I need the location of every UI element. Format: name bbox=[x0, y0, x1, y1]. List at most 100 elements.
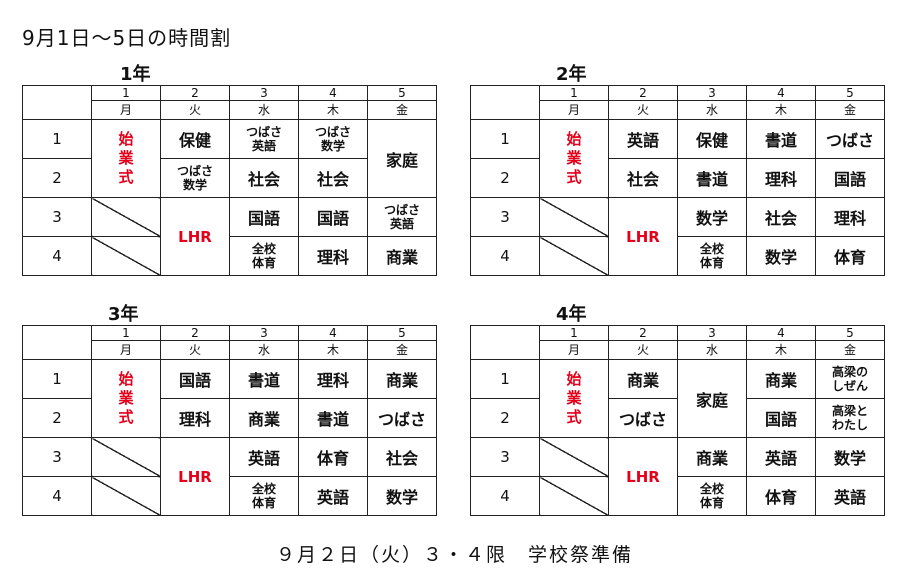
subject-cell: 商業 bbox=[229, 398, 299, 438]
empty-cell bbox=[91, 197, 161, 237]
subject-cell: 商業 bbox=[367, 236, 437, 276]
grade-title: 4年 bbox=[556, 304, 587, 325]
subject-cell: 理科 bbox=[298, 236, 368, 276]
subject-cell: 国語 bbox=[815, 158, 885, 198]
subject-cell: つばさ bbox=[367, 398, 437, 438]
header-day: 水 bbox=[229, 340, 299, 360]
empty-cell bbox=[539, 437, 609, 477]
subject-cell: 家庭 bbox=[677, 359, 747, 438]
subject-cell: 数学 bbox=[367, 476, 437, 516]
subject-cell: 社会 bbox=[298, 158, 368, 198]
subject-cell: 社会 bbox=[229, 158, 299, 198]
timetable-table: 1 2 3 4 5 月 火 水 木 金 1 始業式 国語 書道 理科 商業 2 … bbox=[22, 325, 437, 516]
grade-title: 2年 bbox=[556, 64, 587, 85]
subject-cell: 高梁のしぜん bbox=[815, 359, 885, 399]
timetable-table: 1 2 3 4 5 月 火 水 木 金 1 始業式 保健 つばさ英語 つばさ数学… bbox=[22, 85, 437, 276]
header-day: 金 bbox=[815, 100, 885, 120]
subject-cell: つばさ英語 bbox=[229, 119, 299, 159]
period-label: 1 bbox=[470, 119, 540, 159]
header-number: 2 bbox=[608, 325, 678, 341]
schedule-note: ９月２日（火）３・４限 学校祭準備 bbox=[275, 544, 633, 566]
header-day: 木 bbox=[746, 100, 816, 120]
opening-ceremony-cell: 始業式 bbox=[91, 119, 161, 198]
header-number: 5 bbox=[815, 325, 885, 341]
period-label: 2 bbox=[22, 158, 92, 198]
header-day: 火 bbox=[160, 100, 230, 120]
subject-cell: 国語 bbox=[160, 359, 230, 399]
header-day: 月 bbox=[91, 340, 161, 360]
subject-cell: 商業 bbox=[677, 437, 747, 477]
header-corner bbox=[470, 340, 540, 360]
period-label: 4 bbox=[470, 476, 540, 516]
subject-cell: 全校体育 bbox=[229, 476, 299, 516]
page-title: 9月1日〜5日の時間割 bbox=[22, 26, 232, 50]
subject-cell: 英語 bbox=[298, 476, 368, 516]
subject-cell: 理科 bbox=[298, 359, 368, 399]
subject-cell: 英語 bbox=[815, 476, 885, 516]
header-day: 木 bbox=[298, 100, 368, 120]
header-day: 月 bbox=[539, 100, 609, 120]
timetable-grade-3: 3年 1 2 3 4 5 月 火 水 木 金 1 始業式 国語 書道 理科 商業 bbox=[22, 300, 438, 520]
empty-cell bbox=[539, 197, 609, 237]
header-corner bbox=[22, 325, 92, 341]
empty-cell bbox=[91, 236, 161, 276]
subject-cell: 理科 bbox=[746, 158, 816, 198]
subject-cell: 商業 bbox=[367, 359, 437, 399]
lhr-cell: LHR bbox=[608, 197, 678, 276]
subject-cell: 国語 bbox=[229, 197, 299, 237]
grade-title: 3年 bbox=[108, 304, 139, 325]
grade-title: 1年 bbox=[120, 64, 151, 85]
header-number: 3 bbox=[677, 325, 747, 341]
header-corner bbox=[470, 325, 540, 341]
header-day: 水 bbox=[229, 100, 299, 120]
period-label: 1 bbox=[470, 359, 540, 399]
period-label: 4 bbox=[470, 236, 540, 276]
subject-cell: 商業 bbox=[746, 359, 816, 399]
subject-cell: 全校体育 bbox=[229, 236, 299, 276]
empty-cell bbox=[91, 437, 161, 477]
subject-cell: 体育 bbox=[298, 437, 368, 477]
header-number: 2 bbox=[160, 325, 230, 341]
empty-cell bbox=[91, 476, 161, 516]
timetable-grade-4: 4年 1 2 3 4 5 月 火 水 木 金 1 始業式 商業 家庭 商業 高梁… bbox=[470, 300, 886, 520]
period-label: 3 bbox=[22, 437, 92, 477]
opening-ceremony-cell: 始業式 bbox=[539, 119, 609, 198]
empty-cell bbox=[539, 236, 609, 276]
subject-cell: 社会 bbox=[367, 437, 437, 477]
period-label: 4 bbox=[22, 476, 92, 516]
subject-cell: つばさ bbox=[608, 398, 678, 438]
header-number: 5 bbox=[367, 85, 437, 101]
subject-cell: 国語 bbox=[298, 197, 368, 237]
subject-cell: つばさ bbox=[815, 119, 885, 159]
subject-cell: 体育 bbox=[815, 236, 885, 276]
header-number: 4 bbox=[746, 85, 816, 101]
header-number: 3 bbox=[229, 325, 299, 341]
header-day: 火 bbox=[608, 340, 678, 360]
subject-cell: 体育 bbox=[746, 476, 816, 516]
header-number: 2 bbox=[608, 85, 678, 101]
lhr-cell: LHR bbox=[160, 197, 230, 276]
header-number: 1 bbox=[91, 85, 161, 101]
timetable-table: 1 2 3 4 5 月 火 水 木 金 1 始業式 商業 家庭 商業 高梁のしぜ… bbox=[470, 325, 885, 516]
lhr-cell: LHR bbox=[160, 437, 230, 516]
subject-cell: 書道 bbox=[229, 359, 299, 399]
header-number: 5 bbox=[815, 85, 885, 101]
period-label: 1 bbox=[22, 119, 92, 159]
subject-cell: 全校体育 bbox=[677, 476, 747, 516]
header-day: 木 bbox=[746, 340, 816, 360]
opening-ceremony-cell: 始業式 bbox=[91, 359, 161, 438]
subject-cell: 高梁とわたし bbox=[815, 398, 885, 438]
header-day: 水 bbox=[677, 100, 747, 120]
header-day: 火 bbox=[160, 340, 230, 360]
header-corner bbox=[22, 100, 92, 120]
subject-cell: 保健 bbox=[677, 119, 747, 159]
empty-cell bbox=[539, 476, 609, 516]
header-day: 水 bbox=[677, 340, 747, 360]
period-label: 3 bbox=[470, 197, 540, 237]
header-day: 木 bbox=[298, 340, 368, 360]
subject-cell: 理科 bbox=[160, 398, 230, 438]
subject-cell: 社会 bbox=[608, 158, 678, 198]
header-number: 5 bbox=[367, 325, 437, 341]
subject-cell: つばさ英語 bbox=[367, 197, 437, 237]
subject-cell: 数学 bbox=[677, 197, 747, 237]
